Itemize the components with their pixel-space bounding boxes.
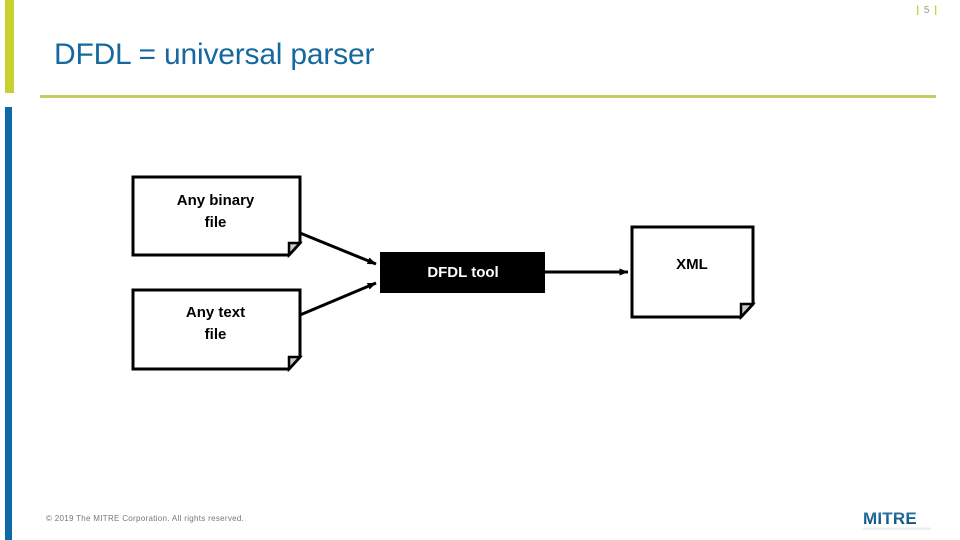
left-accent-bar-yellow [5, 0, 14, 93]
svg-text:MITRE: MITRE [863, 509, 917, 528]
node-label-xml: XML [676, 256, 708, 273]
mitre-logo: MITRE [862, 507, 934, 533]
page-indicator-number: 5 [923, 5, 931, 16]
footer-copyright: © 2019 The MITRE Corporation. All rights… [46, 514, 245, 523]
title-divider-rule [40, 95, 936, 98]
page-title: DFDL = universal parser [54, 38, 375, 71]
node-label-dfdl-tool: DFDL tool [427, 264, 499, 281]
node-label-any-binary-file: Any binary file [176, 192, 255, 231]
node-label-any-text-file: Any text file [185, 304, 246, 343]
left-accent-bar-blue [5, 107, 12, 540]
page-indicator-left-bar: | [916, 5, 921, 16]
edge-text-to-dfdl [299, 281, 377, 317]
page-number-indicator: | 5 | [916, 5, 938, 16]
page-indicator-right-bar: | [934, 5, 938, 16]
edge-binary-to-dfdl [299, 231, 377, 266]
